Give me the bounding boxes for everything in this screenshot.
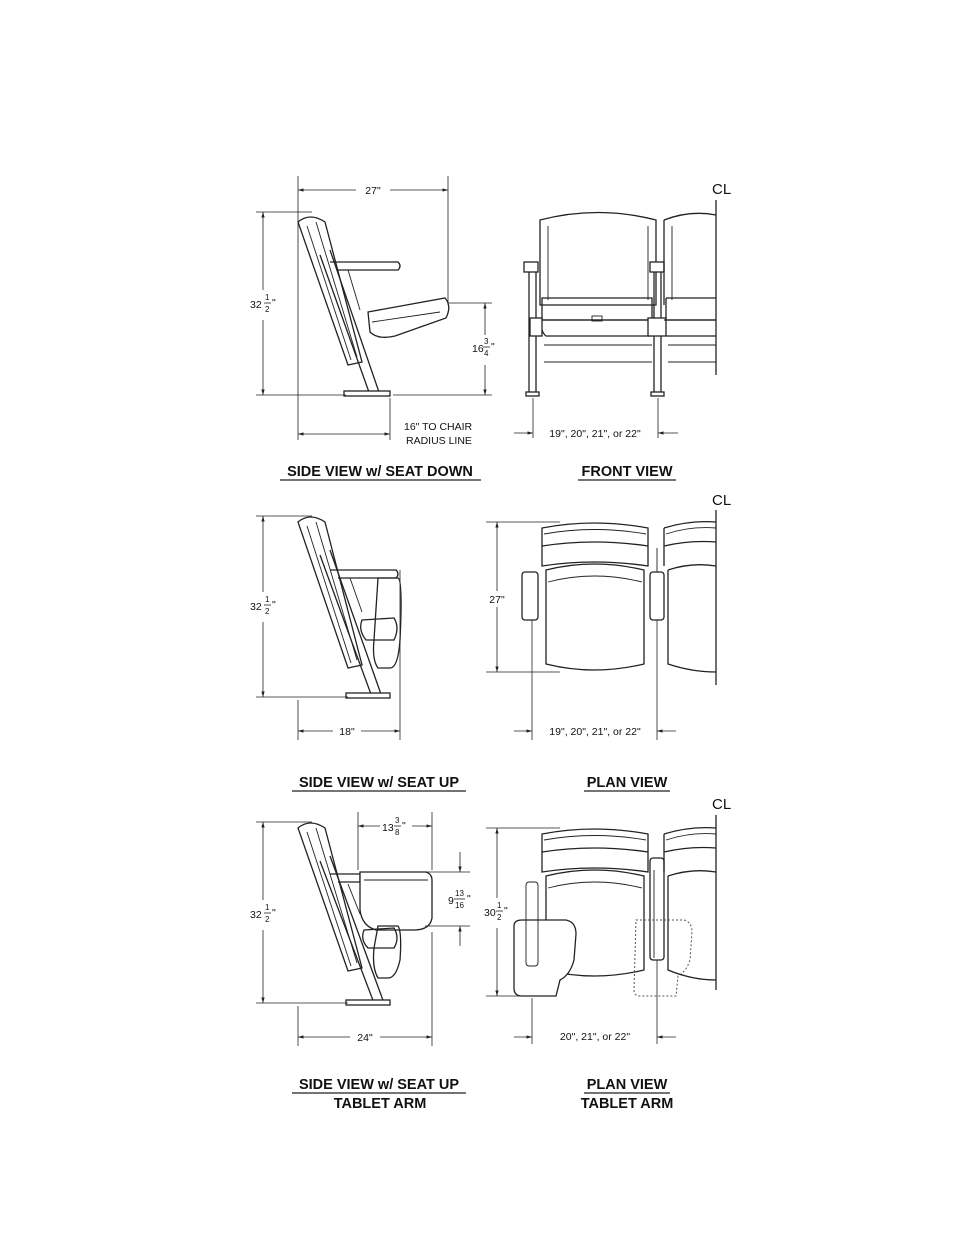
svg-text:": " xyxy=(504,905,508,917)
side-down-seat-height: 16 xyxy=(472,343,484,355)
radius-line-label-2: RADIUS LINE xyxy=(406,435,472,447)
svg-text:3: 3 xyxy=(484,337,489,346)
front-width-label: 19", 20", 21", or 22" xyxy=(549,428,641,440)
plan-title: PLAN VIEW xyxy=(587,775,668,791)
plan-tablet-subtitle: TABLET ARM xyxy=(581,1096,674,1112)
svg-text:": " xyxy=(467,893,471,905)
side-view-seat-down: 27" 32 1 2 " 16 3 4 " 16" TO CHAIR RADIU… xyxy=(248,176,500,480)
side-down-width-label: 27" xyxy=(365,185,381,197)
plan-tablet-title: PLAN VIEW xyxy=(587,1077,668,1093)
svg-text:8: 8 xyxy=(395,828,400,837)
svg-text:16: 16 xyxy=(455,901,464,910)
plan-tablet-depth-whole: 30 xyxy=(484,907,496,919)
front-view: CL 19", 20", 21", or 22" FRONT VIEW xyxy=(514,181,731,480)
side-tablet-width-label: 24" xyxy=(357,1032,373,1044)
front-centerline: CL xyxy=(712,181,731,198)
svg-text:1: 1 xyxy=(265,293,270,302)
side-tablet-height-whole: 32 xyxy=(250,909,262,921)
svg-text:": " xyxy=(491,341,495,353)
side-down-title: SIDE VIEW w/ SEAT DOWN xyxy=(287,464,473,480)
plan-centerline: CL xyxy=(712,492,731,509)
plan-tablet-centerline: CL xyxy=(712,796,731,813)
svg-text:4: 4 xyxy=(484,349,489,358)
plan-view: CL 27" 19", 20", 21", or 22" PLAN VIEW xyxy=(484,492,731,791)
side-view-tablet-arm: 32 1 2 " 13 3 8 " 9 13 16 " 24" SIDE VIE… xyxy=(248,812,476,1112)
svg-text:13: 13 xyxy=(455,889,464,898)
side-view-seat-up: 32 1 2 " 18" SIDE VIEW w/ SEAT UP xyxy=(248,516,466,791)
side-tablet-title: SIDE VIEW w/ SEAT UP xyxy=(299,1077,459,1093)
side-down-height-whole: 32 xyxy=(250,299,262,311)
svg-text:": " xyxy=(272,599,276,611)
svg-text:": " xyxy=(272,907,276,919)
plan-view-tablet-arm: CL 30 1 2 " 20", 21", or 22" PLAN VIEW T… xyxy=(482,796,731,1112)
plan-width-label: 19", 20", 21", or 22" xyxy=(549,726,641,738)
svg-text:2: 2 xyxy=(265,305,270,314)
svg-text:1: 1 xyxy=(265,903,270,912)
svg-text:1: 1 xyxy=(497,901,502,910)
svg-text:2: 2 xyxy=(265,915,270,924)
radius-line-label-1: 16" TO CHAIR xyxy=(404,421,473,433)
svg-text:2: 2 xyxy=(497,913,502,922)
side-up-width-label: 18" xyxy=(339,726,355,738)
side-tablet-subtitle: TABLET ARM xyxy=(334,1096,427,1112)
plan-depth-label: 27" xyxy=(489,594,505,606)
svg-text:1: 1 xyxy=(265,595,270,604)
plan-tablet-width-label: 20", 21", or 22" xyxy=(560,1031,630,1043)
front-title: FRONT VIEW xyxy=(581,464,672,480)
side-up-title: SIDE VIEW w/ SEAT UP xyxy=(299,775,459,791)
side-up-height-whole: 32 xyxy=(250,601,262,613)
svg-text:": " xyxy=(272,297,276,309)
svg-text:": " xyxy=(402,820,406,832)
tablet-width-whole: 13 xyxy=(382,822,394,834)
tablet-height-whole: 9 xyxy=(448,895,454,907)
svg-text:3: 3 xyxy=(395,816,400,825)
svg-text:2: 2 xyxy=(265,607,270,616)
